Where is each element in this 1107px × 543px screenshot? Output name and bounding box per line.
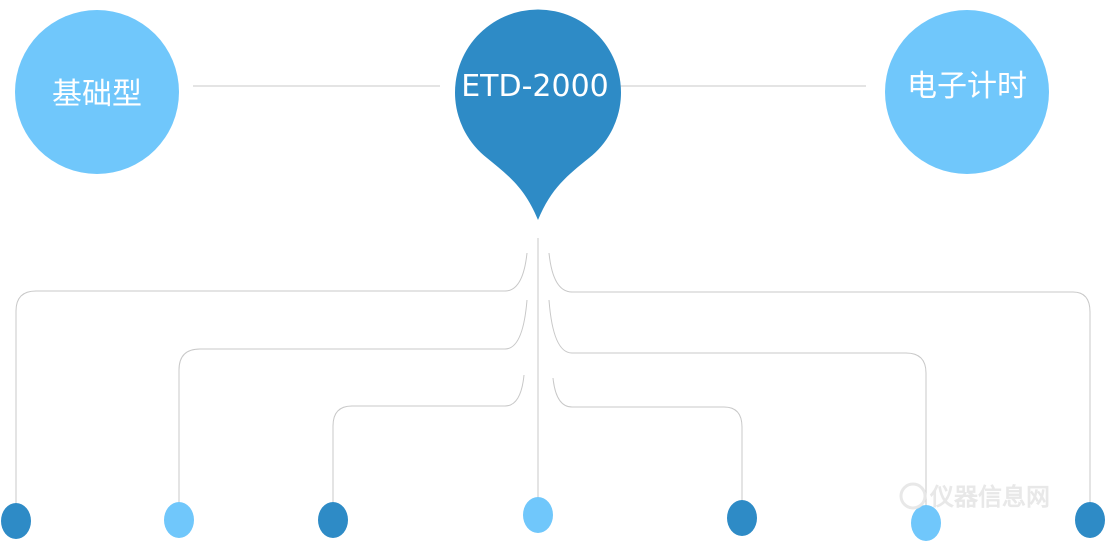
branch-left-3 [332,374,525,503]
dot-2 [164,502,194,538]
watermark: 仪器信息网 [899,482,1050,511]
watermark-text: 仪器信息网 [929,483,1050,511]
node-right-circle [885,10,1049,174]
dot-5 [727,500,757,536]
branch-right-2 [548,299,927,507]
dot-3 [318,502,348,538]
node-center-pin [455,9,621,220]
branch-right-1 [548,252,1091,502]
node-left-circle [15,10,179,174]
branch-left-1 [15,252,528,505]
dot-6 [911,505,941,541]
node-center: ETD-2000 [455,9,621,220]
dot-7 [1075,502,1105,538]
node-center-label: ETD-2000 [461,69,609,104]
node-right: 电子计时 [885,10,1049,174]
dot-4 [523,497,553,533]
branch-lines [15,238,1091,507]
node-left: 基础型 [15,10,179,174]
branch-left-2 [178,299,528,503]
dot-1 [1,503,31,539]
watermark-logo-icon [899,482,927,510]
node-left-label: 基础型 [52,77,142,112]
branch-right-3 [552,377,743,501]
endpoint-dots [1,497,1105,541]
node-right-label: 电子计时 [907,69,1027,104]
